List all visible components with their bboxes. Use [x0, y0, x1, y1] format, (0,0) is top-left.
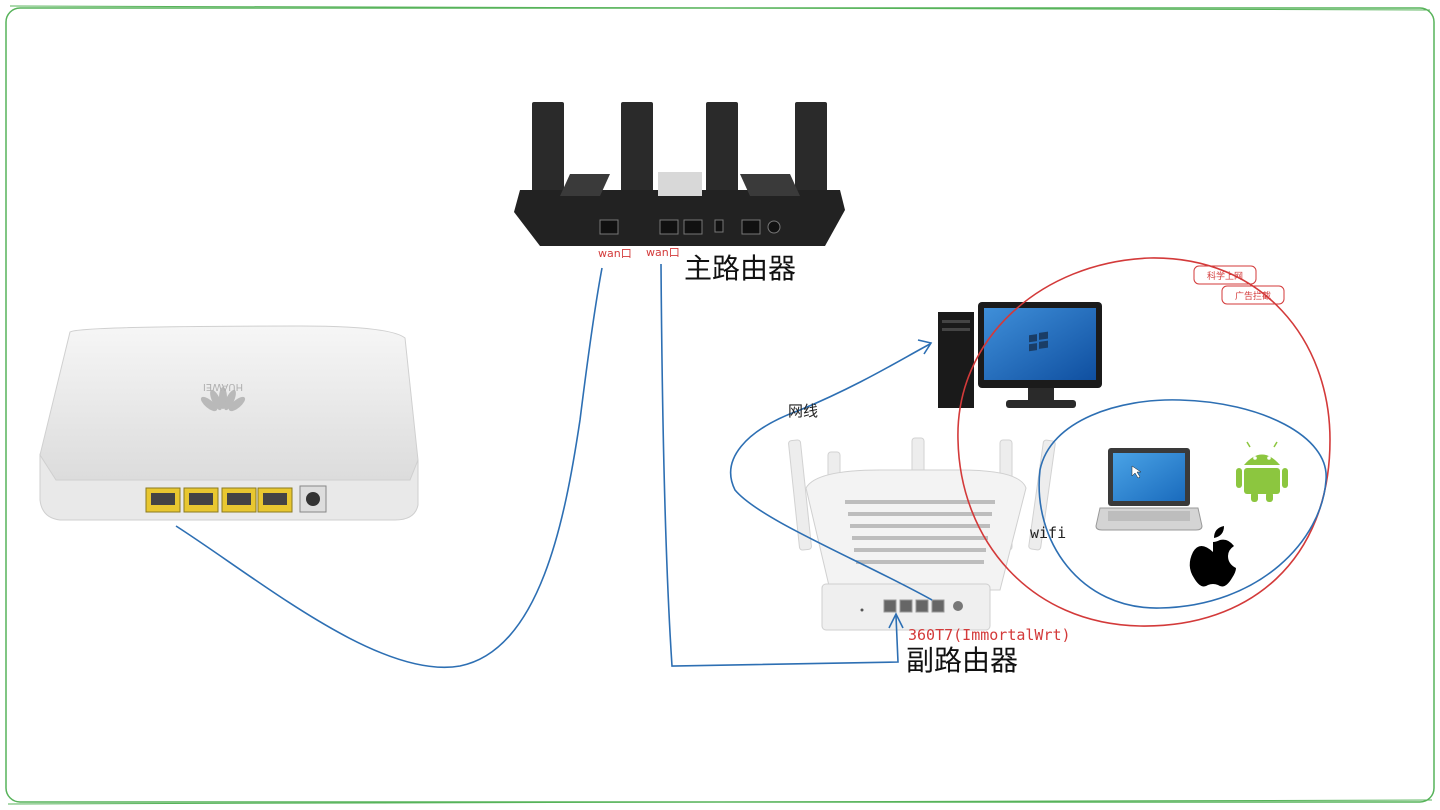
desktop-pc-icon — [938, 302, 1102, 408]
pc-arrow — [917, 339, 933, 355]
main-router-icon — [514, 102, 845, 246]
sub-arrow — [888, 612, 904, 629]
ont-to-main-cable — [175, 267, 603, 669]
tag-1-box — [1193, 265, 1257, 285]
sub-router-model-label: 360T7(ImmortalWrt) — [908, 626, 1071, 644]
sub-to-pc-cable — [729, 343, 933, 601]
tag-1: 科学上网 — [1207, 270, 1243, 282]
laptop-icon — [1095, 448, 1203, 531]
cable-lines — [175, 263, 933, 669]
wan-port-label-1: wan口 — [598, 247, 632, 260]
main-to-sub-cable — [660, 263, 899, 667]
main-router-label: 主路由器 — [684, 252, 796, 285]
feature-tags: 科学上网 广告拦截 — [1193, 265, 1285, 305]
grouping-circles — [957, 257, 1331, 627]
wifi-label: wifi — [1030, 524, 1066, 542]
red-circle — [957, 257, 1331, 627]
cable-label: 网线 — [788, 402, 818, 420]
tag-2: 广告拦截 — [1235, 290, 1271, 302]
huawei-ont-icon: HUAWEI — [39, 325, 419, 521]
wan-port-label-2: wan口 — [646, 246, 680, 259]
frame — [5, 5, 1435, 805]
android-icon — [1236, 441, 1288, 502]
tag-2-box — [1221, 285, 1285, 305]
sub-router-label: 副路由器 — [906, 644, 1018, 677]
ont-brand-text: HUAWEI — [203, 381, 243, 392]
apple-icon — [1189, 526, 1236, 587]
sub-router-icon — [788, 437, 1056, 631]
blue-circle — [1038, 399, 1327, 609]
